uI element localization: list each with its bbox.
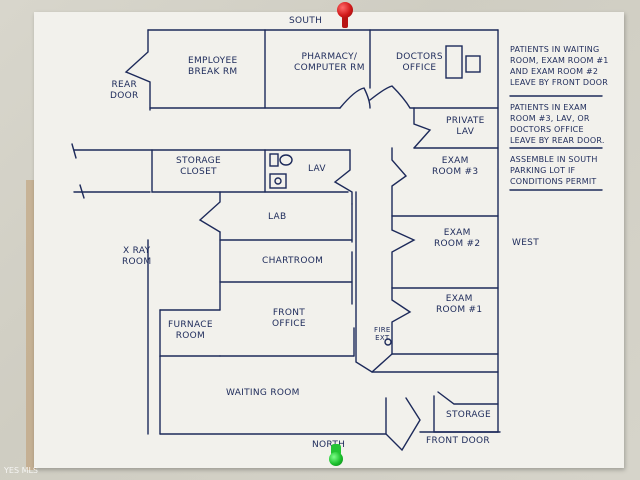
wall-exam3-left	[391, 147, 408, 217]
room-lab: LAB	[268, 212, 287, 222]
door-doctors-2	[369, 85, 499, 109]
wall-corridor-right	[355, 191, 393, 373]
room-waiting: WAITING ROOM	[226, 388, 300, 398]
toilet-tank	[269, 153, 279, 167]
rear-door-mark-2	[79, 184, 85, 199]
doctors-desk	[445, 45, 463, 79]
wall-break-left	[124, 29, 151, 111]
wall-private-lav	[413, 107, 432, 149]
wall-lab-top	[198, 191, 221, 233]
toilet-bowl	[279, 154, 293, 166]
label-west: WEST	[512, 238, 539, 248]
room-pharmacy: PHARMACY/COMPUTER RM	[294, 52, 365, 73]
doctors-chair	[465, 55, 481, 73]
label-front-door: FRONT DOOR	[426, 436, 490, 446]
red-pin-stem	[342, 16, 348, 28]
room-storage: STORAGE	[446, 410, 491, 420]
green-pushpin-icon	[329, 452, 343, 466]
door-doctors	[339, 87, 371, 109]
wall-lav-right	[333, 149, 353, 205]
rear-door-mark-1	[71, 143, 77, 159]
green-pin-stem	[331, 444, 341, 456]
evacuation-note-3: ASSEMBLE IN SOUTH PARKING LOT IF CONDITI…	[510, 155, 598, 186]
label-north: NORTH	[312, 440, 346, 450]
label-south: SOUTH	[289, 16, 323, 26]
sink	[269, 173, 287, 189]
cardboard-edge	[26, 180, 36, 470]
front-door-1	[385, 397, 421, 452]
room-chart: CHARTROOM	[262, 256, 324, 266]
wall-exam2-left	[391, 215, 416, 289]
watermark: YES MLS	[4, 466, 38, 475]
wall-exam1-left	[391, 287, 412, 355]
evacuation-note-1: PATIENTS IN WAITING ROOM, EXAM ROOM #1 A…	[510, 45, 609, 87]
fire-extinguisher	[384, 338, 392, 346]
room-lav: LAV	[308, 164, 326, 174]
wall-storage	[151, 149, 349, 193]
evacuation-note-2: PATIENTS IN EXAM ROOM #3, LAV, OR DOCTOR…	[510, 103, 605, 145]
red-pushpin-icon	[337, 2, 353, 18]
storage-wall	[437, 391, 499, 405]
